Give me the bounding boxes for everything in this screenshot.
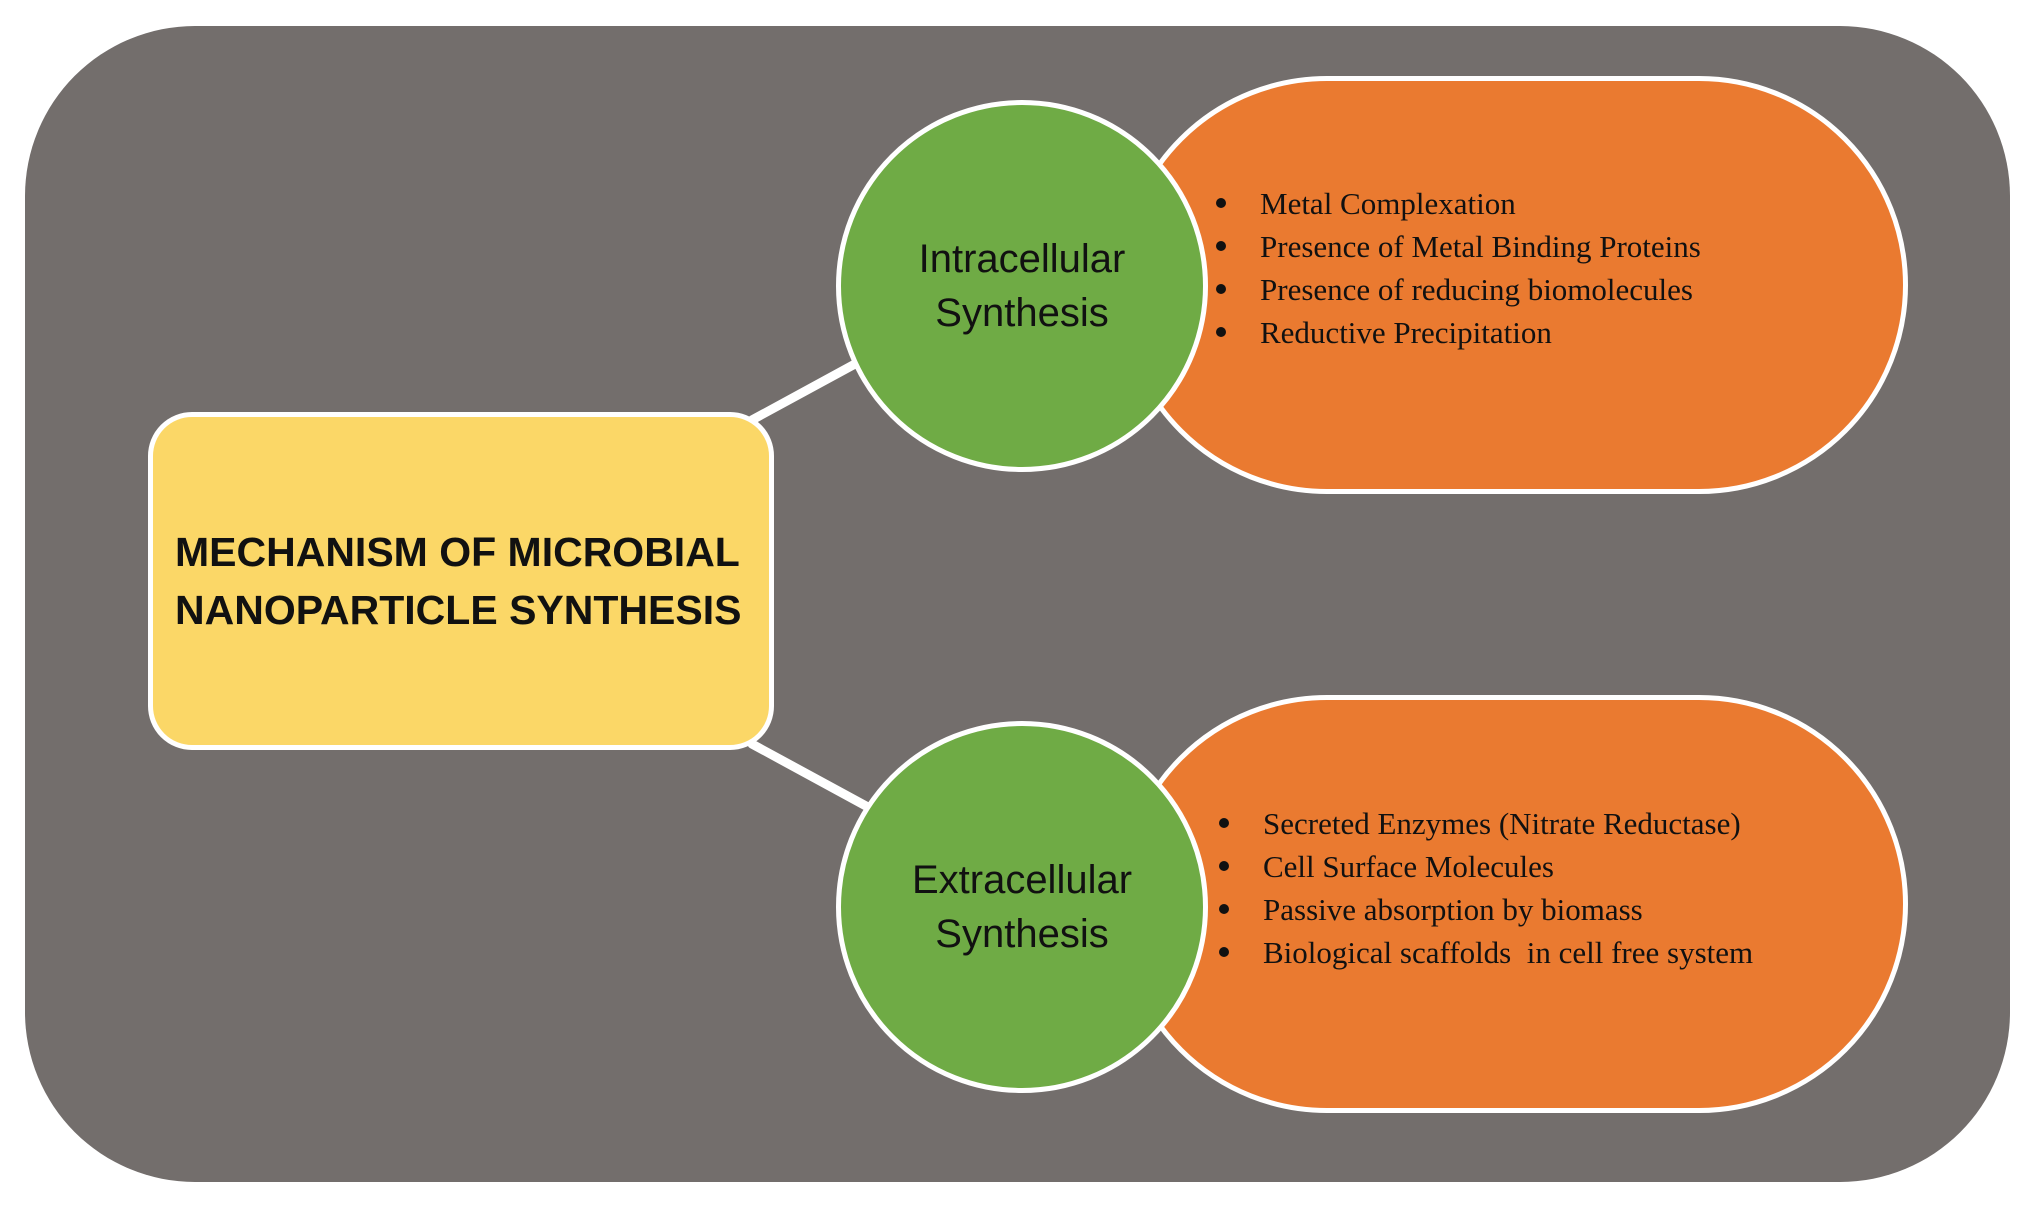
connector-extracellular: [747, 739, 871, 811]
list-item: Cell Surface Molecules: [1219, 845, 1753, 888]
intracellular-label-line-2: Synthesis: [935, 291, 1109, 335]
list-item: Presence of Metal Binding Proteins: [1216, 225, 1701, 268]
bullet-icon: [1216, 241, 1226, 251]
main-title-line-2: NANOPARTICLE SYNTHESIS: [175, 587, 742, 633]
bullet-icon: [1216, 284, 1226, 294]
bullet-icon: [1216, 327, 1226, 337]
list-item: Secreted Enzymes (Nitrate Reductase): [1219, 802, 1753, 845]
list-item: Passive absorption by biomass: [1219, 888, 1753, 931]
list-item: Biological scaffolds in cell free system: [1219, 931, 1753, 974]
bullet-icon: [1219, 947, 1229, 957]
bullet-icon: [1216, 198, 1226, 208]
intracellular-details-pill: [1118, 76, 1908, 494]
list-item-text: Biological scaffolds in cell free system: [1263, 935, 1754, 970]
list-item: Metal Complexation: [1216, 182, 1701, 225]
list-item-text: Reductive Precipitation: [1260, 315, 1552, 350]
list-item-text: Secreted Enzymes (Nitrate Reductase): [1263, 806, 1741, 841]
list-item-text: Metal Complexation: [1260, 186, 1516, 221]
connector-intracellular: [747, 353, 871, 425]
list-item: Reductive Precipitation: [1216, 311, 1701, 354]
extracellular-label-line-2: Synthesis: [935, 912, 1109, 956]
list-item-text: Presence of reducing biomolecules: [1260, 272, 1693, 307]
bullet-icon: [1219, 904, 1229, 914]
bullet-icon: [1219, 818, 1229, 828]
main-concept-title: MECHANISM OF MICROBIAL NANOPARTICLE SYNTH…: [175, 523, 741, 639]
intracellular-label-line-1: Intracellular: [918, 237, 1126, 281]
list-item: Presence of reducing biomolecules: [1216, 268, 1701, 311]
bullet-icon: [1219, 861, 1229, 871]
extracellular-label-line-1: Extracellular: [911, 858, 1133, 902]
list-item-text: Passive absorption by biomass: [1263, 892, 1643, 927]
intracellular-mechanism-list: Metal Complexation Presence of Metal Bin…: [1216, 182, 1701, 354]
list-item-text: Presence of Metal Binding Proteins: [1260, 229, 1701, 264]
main-concept-box: MECHANISM OF MICROBIAL NANOPARTICLE SYNTH…: [148, 412, 774, 750]
list-item-text: Cell Surface Molecules: [1263, 849, 1554, 884]
main-title-line-1: MECHANISM OF MICROBIAL: [175, 529, 740, 575]
extracellular-mechanism-list: Secreted Enzymes (Nitrate Reductase) Cel…: [1219, 802, 1753, 974]
